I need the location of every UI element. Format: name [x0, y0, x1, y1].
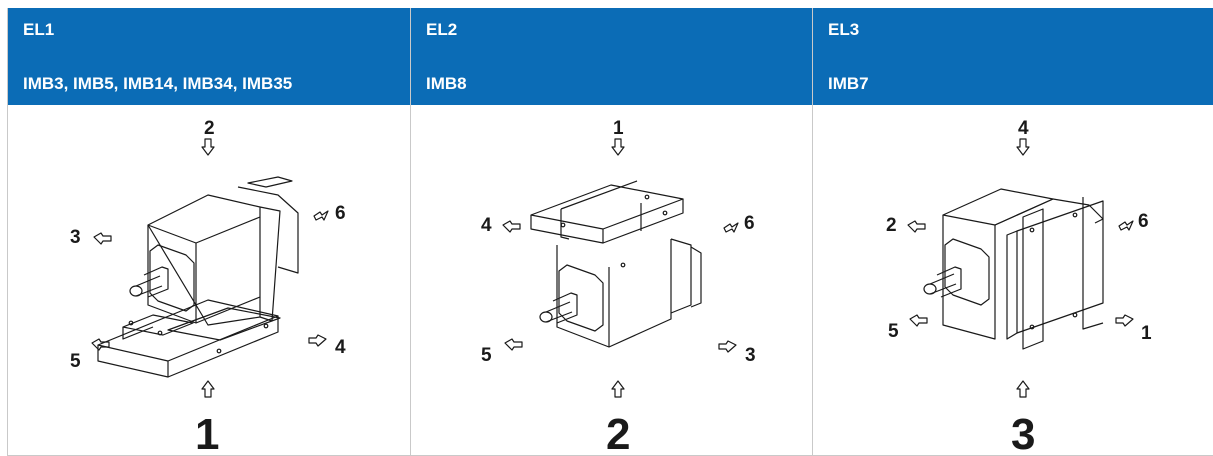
header-el1: EL1 IMB3, IMB5, IMB14, IMB34, IMB35 [8, 8, 410, 105]
view-arrow-upper-left-icon [93, 232, 112, 245]
view-arrow-upper-right-icon [723, 222, 739, 233]
arrow-label-lower-left: 5 [70, 351, 81, 372]
designations-el3: IMB7 [828, 74, 869, 93]
view-arrow-top-icon [611, 138, 625, 156]
arrow-label-top: 2 [204, 118, 215, 139]
arrow-label-lower-right: 1 [1141, 323, 1152, 344]
position-number: 3 [1011, 410, 1035, 456]
view-arrow-upper-left-icon [907, 220, 926, 233]
arrow-label-upper-left: 3 [70, 227, 81, 248]
arrow-label-upper-left: 2 [886, 215, 897, 236]
column-el3: EL3 IMB7 4 2 6 5 1 3 [813, 8, 1213, 456]
figure-cell-el2: 1 4 6 5 3 2 [411, 105, 812, 456]
arrow-label-upper-right: 6 [1138, 211, 1149, 232]
view-arrow-upper-right-icon [313, 210, 329, 221]
arrow-label-top: 1 [613, 118, 624, 139]
view-arrow-top-icon [201, 138, 215, 156]
code-el3: EL3 [828, 20, 860, 39]
view-arrow-lower-right-icon [718, 340, 737, 353]
gearmotor-el2 [530, 180, 702, 348]
code-el2: EL2 [426, 20, 458, 39]
view-arrow-lower-right-icon [1115, 314, 1134, 327]
designations-el1: IMB3, IMB5, IMB14, IMB34, IMB35 [23, 74, 293, 93]
column-el2: EL2 IMB8 1 4 6 5 3 2 [411, 8, 813, 456]
arrow-label-upper-left: 4 [481, 215, 492, 236]
view-arrow-bottom-icon [201, 380, 215, 398]
figure-cell-el3: 4 2 6 5 1 3 [813, 105, 1213, 456]
gearmotor-drawing-el1: 2 3 6 5 4 1 [70, 118, 346, 456]
mounting-position-table: EL1 IMB3, IMB5, IMB14, IMB34, IMB35 2 3 … [7, 8, 1213, 456]
view-arrow-lower-left-icon [91, 338, 110, 351]
arrow-label-upper-right: 6 [744, 213, 755, 234]
arrow-label-upper-right: 6 [335, 203, 346, 224]
view-arrow-bottom-icon [611, 380, 625, 398]
gearmotor-el1 [97, 176, 299, 378]
code-el1: EL1 [23, 20, 55, 39]
view-arrow-top-icon [1016, 138, 1030, 156]
header-el3: EL3 IMB7 [813, 8, 1213, 105]
gearmotor-drawing-el3: 4 2 6 5 1 3 [886, 118, 1152, 456]
view-arrow-lower-left-icon [504, 338, 523, 351]
view-arrow-upper-left-icon [502, 220, 521, 233]
view-arrow-upper-right-icon [1118, 220, 1134, 231]
arrow-label-top: 4 [1018, 118, 1029, 139]
arrow-label-lower-left: 5 [481, 345, 492, 366]
view-arrow-lower-left-icon [909, 314, 928, 327]
position-number: 1 [195, 410, 219, 456]
view-arrow-bottom-icon [1016, 380, 1030, 398]
header-el2: EL2 IMB8 [411, 8, 812, 105]
designations-el2: IMB8 [426, 74, 467, 93]
gearmotor-drawing-el2: 1 4 6 5 3 2 [481, 118, 756, 456]
column-el1: EL1 IMB3, IMB5, IMB14, IMB34, IMB35 2 3 … [8, 8, 411, 456]
gearmotor-el3 [923, 188, 1104, 350]
view-arrow-lower-right-icon [308, 334, 327, 347]
arrow-label-lower-right: 4 [335, 337, 346, 358]
position-number: 2 [606, 410, 630, 456]
arrow-label-lower-left: 5 [888, 321, 899, 342]
figure-cell-el1: 2 3 6 5 4 1 [8, 105, 410, 456]
arrow-label-lower-right: 3 [745, 345, 756, 366]
